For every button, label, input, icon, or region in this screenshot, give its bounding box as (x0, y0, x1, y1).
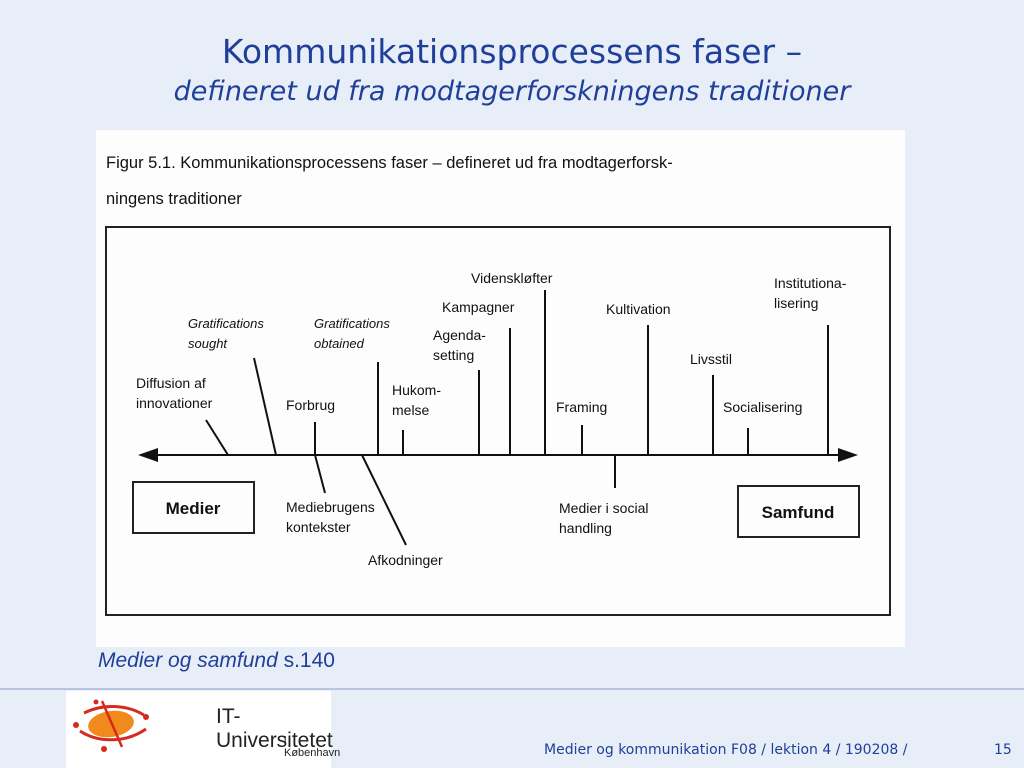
logo-name: IT-Universitetet (216, 705, 333, 752)
medier-box-label: Medier (166, 499, 221, 518)
title-line-1: Kommunikationsprocessens faser – (221, 32, 803, 71)
label-hukom-1: Hukom- (392, 382, 441, 398)
tick-diffusion (205, 419, 229, 456)
label-diffusion-2: innovationer (136, 395, 213, 411)
label-mediebrug-1: Mediebrugens (286, 499, 375, 515)
label-gs-1: Gratifications (188, 316, 264, 331)
footer-text: Medier og kommunikation F08 / lektion 4 … (544, 742, 908, 758)
scanned-figure: Figur 5.1. Kommunikationsprocessens fase… (96, 130, 905, 647)
logo-subtitle: i København (284, 735, 341, 759)
slide-title: Kommunikationsprocessens faser – definer… (0, 30, 1024, 110)
figure-frame (105, 226, 891, 616)
label-videnskloefter: Videnskløfter (471, 270, 553, 286)
figure-caption-line-2: ningens traditioner (106, 190, 242, 208)
tick-afkodninger (361, 454, 407, 546)
figure-diagram: Figur 5.1. Kommunikationsprocessens fase… (105, 154, 891, 616)
samfund-box-label: Samfund (762, 503, 835, 522)
itu-logo: IT-Universitetet i København (66, 691, 340, 768)
tick-mediebrugens-kontekster (314, 454, 326, 494)
label-kultivation: Kultivation (606, 301, 671, 317)
label-social-1: Medier i social (559, 500, 648, 516)
label-inst-2: lisering (774, 295, 818, 311)
title-line-2: defineret ud fra modtagerforskningens tr… (173, 76, 851, 107)
label-gs-2: sought (188, 336, 228, 351)
arrow-left-icon (138, 448, 158, 462)
label-inst-1: Institutiona- (774, 275, 847, 291)
arrow-right-icon (838, 448, 858, 462)
samfund-box (737, 485, 860, 538)
label-hukom-2: melse (392, 402, 430, 418)
page-number: 15 (994, 742, 1012, 758)
label-agenda-1: Agenda- (433, 327, 486, 343)
label-kampagner: Kampagner (442, 299, 515, 315)
source-caption: Medier og samfund s.140 (98, 649, 335, 673)
label-afkodninger: Afkodninger (368, 552, 443, 568)
ticks-above (205, 290, 829, 456)
label-social-2: handling (559, 520, 612, 536)
label-agenda-2: setting (433, 347, 474, 363)
medier-box (132, 481, 255, 534)
label-socialisering: Socialisering (723, 399, 802, 415)
footer-divider (0, 688, 1024, 690)
tick-gratifications-sought (253, 357, 277, 456)
source-caption-page: s.140 (277, 649, 335, 672)
label-livsstil: Livsstil (690, 351, 732, 367)
label-mediebrug-2: kontekster (286, 519, 351, 535)
source-caption-title: Medier og samfund (98, 649, 278, 672)
itu-logo-icon (73, 699, 149, 752)
label-diffusion-1: Diffusion af (136, 375, 206, 391)
label-framing: Framing (556, 399, 607, 415)
ticks-below (314, 454, 616, 546)
label-go-1: Gratifications (314, 316, 390, 331)
label-forbrug: Forbrug (286, 397, 335, 413)
figure-caption-line-1: Figur 5.1. Kommunikationsprocessens fase… (106, 154, 673, 172)
label-go-2: obtained (314, 336, 365, 351)
